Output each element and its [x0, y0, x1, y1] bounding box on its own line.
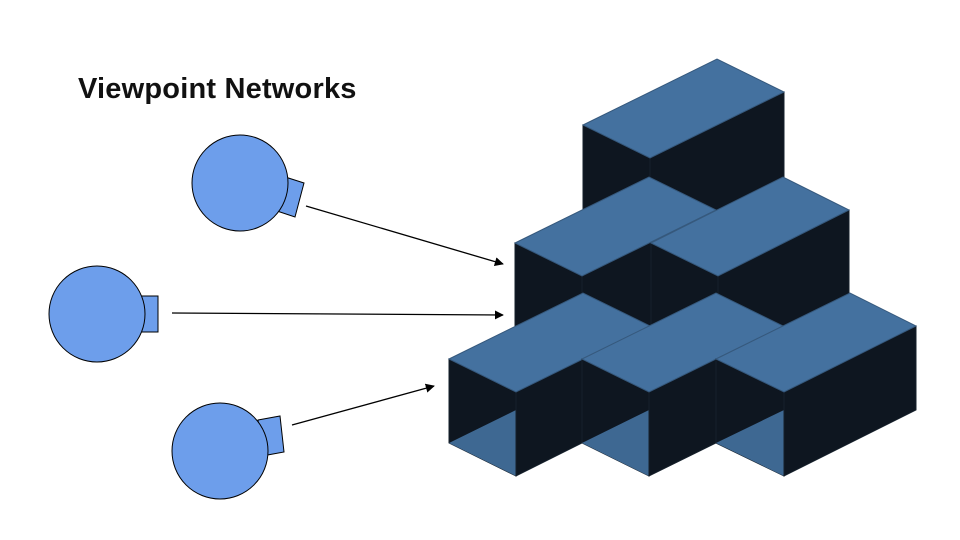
- camera-icon-bottom: [171, 402, 285, 500]
- camera-body: [191, 134, 289, 232]
- camera-body: [48, 265, 146, 363]
- view-arrow-middle: [171, 310, 504, 320]
- camera-body: [171, 402, 269, 500]
- voxel-stack: [447, 58, 918, 477]
- page-title: Viewpoint Networks: [78, 73, 357, 105]
- camera-icon-middle: [48, 265, 159, 363]
- voxel-bottom-middle: [580, 292, 785, 477]
- camera-icon-top: [191, 134, 305, 232]
- view-arrow-top: [305, 205, 504, 267]
- voxel-bottom-right: [714, 292, 918, 477]
- voxel-bottom-left: [447, 292, 652, 477]
- view-arrow-bottom: [291, 383, 435, 426]
